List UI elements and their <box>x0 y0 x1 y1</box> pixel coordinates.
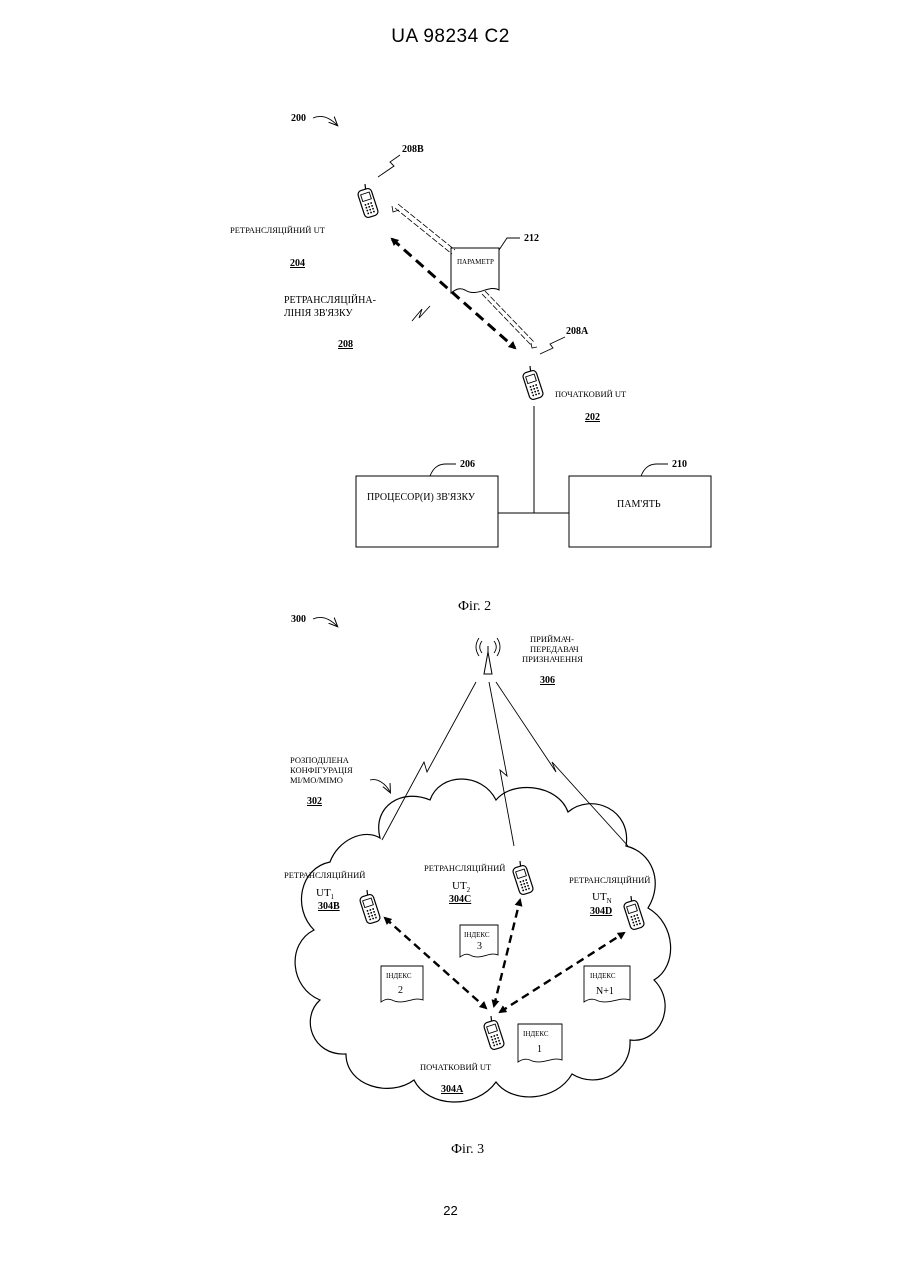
parameter-document <box>451 248 499 293</box>
config-label-2: КОНФІГУРАЦІЯ <box>290 765 353 775</box>
origin-ut-phone-icon <box>520 365 544 401</box>
destination-tower-icon <box>476 638 500 674</box>
dest-label-2: ПЕРЕДАВАЧ <box>530 644 579 654</box>
config-label-1: РОЗПОДІЛЕНА <box>290 755 350 765</box>
dest-label-1: ПРИЙМАЧ- <box>530 634 574 644</box>
fig2-link-ref-leader <box>412 306 430 321</box>
utn-relay-label: РЕТРАНСЛЯЦІЙНИЙ <box>569 875 650 885</box>
origin-ut-ref: 304A <box>441 1084 464 1095</box>
fig2-ref-208a: 208A <box>566 326 589 337</box>
fig2-link-ref: 208 <box>338 339 353 350</box>
fig2-caption: Фіг. 2 <box>458 599 491 614</box>
dest-ref: 306 <box>540 675 555 686</box>
config-ref: 302 <box>307 796 322 807</box>
origin-ut-label: ПОЧАТКОВИЙ UT <box>420 1062 492 1072</box>
page-number: 22 <box>0 1203 901 1218</box>
ut2-relay-label: РЕТРАНСЛЯЦІЙНИЙ <box>424 863 505 873</box>
fig3-ref-300: 300 <box>291 614 306 625</box>
relay-ut-phone-icon <box>355 183 379 219</box>
fig2-ref-200-arrow <box>313 116 337 125</box>
fig2-ref-200: 200 <box>291 113 306 124</box>
index-doc-3-value: 3 <box>477 941 482 952</box>
fig2-link-label-1: РЕТРАНСЛЯЦІЙНА- <box>284 294 376 306</box>
figure-2: 200 208B РЕТРАНСЛЯЦІЙНИЙ UT 204 ПАРАМЕТР… <box>230 113 711 614</box>
fig2-ref-210: 210 <box>672 459 687 470</box>
memory-box <box>569 476 711 547</box>
signal-zigzag-208a <box>540 337 565 354</box>
dest-label-3: ПРИЗНАЧЕННЯ <box>522 654 583 664</box>
fig2-link-label-2: ЛІНІЯ ЗВ'ЯЗКУ <box>284 308 353 319</box>
processor-label: ПРОЦЕСОР(И) ЗВ'ЯЗКУ <box>367 492 476 503</box>
index-doc-3-label: ІНДЕКС <box>464 931 490 939</box>
ut2-ref: 304C <box>449 894 471 905</box>
parameter-label: ПАРАМЕТР <box>457 258 494 266</box>
fig2-ref-212-leader <box>499 238 520 250</box>
fig2-origin-ut-ref: 202 <box>585 412 600 423</box>
fig2-ref-206: 206 <box>460 459 475 470</box>
index-doc-n1-value: N+1 <box>596 986 614 997</box>
fig2-ref-212: 212 <box>524 233 539 244</box>
index-doc-2-label: ІНДЕКС <box>386 972 412 980</box>
utn-ref: 304D <box>590 906 612 917</box>
fig2-relay-ut-ref: 204 <box>290 258 305 269</box>
fig2-ref-210-leader <box>641 464 668 476</box>
memory-label: ПАМ'ЯТЬ <box>617 499 661 510</box>
index-doc-1-label: ІНДЕКС <box>523 1030 549 1038</box>
fig3-ref-300-arrow <box>313 617 337 626</box>
index-doc-1-value: 1 <box>537 1044 542 1055</box>
processor-box <box>356 476 498 547</box>
fig3-caption: Фіг. 3 <box>451 1142 484 1157</box>
ut1-relay-label: РЕТРАНСЛЯЦІЙНИЙ <box>284 870 365 880</box>
fig2-ref-208b: 208B <box>402 144 424 155</box>
index-doc-n1-label: ІНДЕКС <box>590 972 616 980</box>
figure-3: 300 ПРИЙМАЧ- ПЕРЕДАВАЧ ПРИЗНАЧЕННЯ 306 Р… <box>284 614 671 1157</box>
signal-zigzag-208b <box>378 155 400 177</box>
config-label-3: MI/MO/MIMO <box>290 775 343 785</box>
fig2-origin-ut-label: ПОЧАТКОВИЙ UT <box>555 389 627 399</box>
fig2-ref-206-leader <box>430 464 456 476</box>
ut1-ref: 304B <box>318 901 340 912</box>
config-ref-arrow <box>370 780 390 792</box>
index-doc-2-value: 2 <box>398 985 403 996</box>
fig2-relay-ut-label: РЕТРАНСЛЯЦІЙНИЙ UT <box>230 225 326 235</box>
